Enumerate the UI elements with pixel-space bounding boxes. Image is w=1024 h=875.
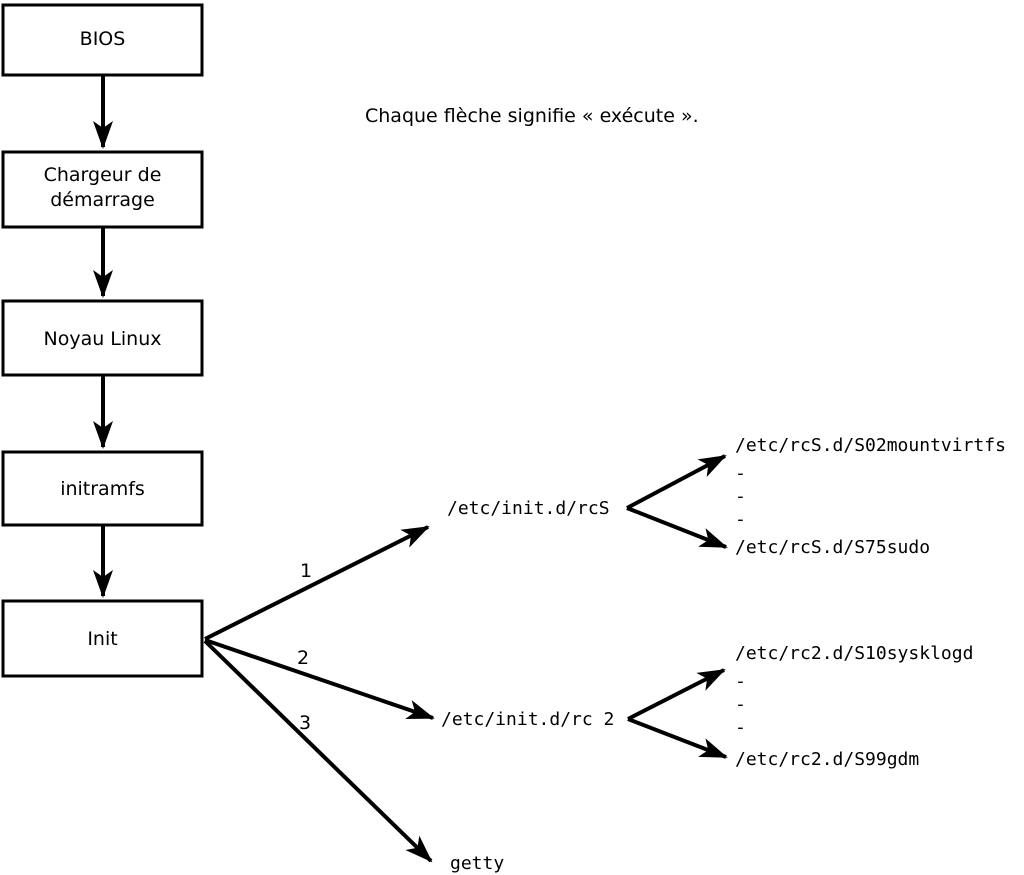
rcs-script-path: /etc/init.d/rcS [447,498,610,519]
rcs-ellipsis-dash-3: - [735,509,746,530]
rcs-last-child-path: /etc/rcS.d/S75sudo [735,537,930,558]
box-bootloader: Chargeur de démarrage [1,150,204,229]
box-initramfs-rect [1,450,204,527]
rcs-ellipsis-dash-2: - [735,486,746,507]
box-kernel: Noyau Linux [1,299,204,377]
rc2-ellipsis-dash-2: - [735,694,746,715]
rcs-first-child-path: /etc/rcS.d/S02mountvirtfs [735,435,1006,456]
box-bios-rect [1,3,204,77]
box-bootloader-label-line2: démarrage [50,189,155,211]
arrow-init-to-rcs [204,525,430,641]
arrow-rcs-to-last-script [626,506,728,549]
box-bootloader-label-line1: Chargeur de [44,164,162,186]
getty-label: getty [450,853,504,874]
arrow-rc2-to-first-script [627,668,726,721]
rc2-script-path: /etc/init.d/rc 2 [441,709,614,730]
rc2-first-child-path: /etc/rc2.d/S10sysklogd [735,643,973,664]
rc2-ellipsis-dash-1: - [735,671,746,692]
rc2-ellipsis-dash-3: - [735,717,746,738]
box-kernel-label: Noyau Linux [44,328,162,350]
box-bios: BIOS [1,3,204,77]
rc2-last-child-path: /etc/rc2.d/S99gdm [735,749,919,770]
box-init-rect [1,599,204,678]
branch-2-label: 2 [297,647,309,669]
box-init-label: Init [87,628,117,650]
arrow-init-to-rc2 [204,638,435,720]
arrow-rcs-to-first-script [626,454,727,510]
box-initramfs: initramfs [1,450,204,527]
branch-1-label: 1 [300,560,312,582]
arrow-init-to-getty [203,639,433,863]
rcs-ellipsis-dash-1: - [735,463,746,484]
branch-3-label: 3 [299,712,311,734]
box-bios-label: BIOS [80,28,126,50]
box-kernel-rect [1,299,204,377]
legend-note: Chaque flèche signifie « exécute ». [365,105,699,127]
arrow-rc2-to-last-script [627,717,728,759]
box-init: Init [1,599,204,678]
box-initramfs-label: initramfs [60,478,145,500]
box-bootloader-rect [1,150,204,229]
